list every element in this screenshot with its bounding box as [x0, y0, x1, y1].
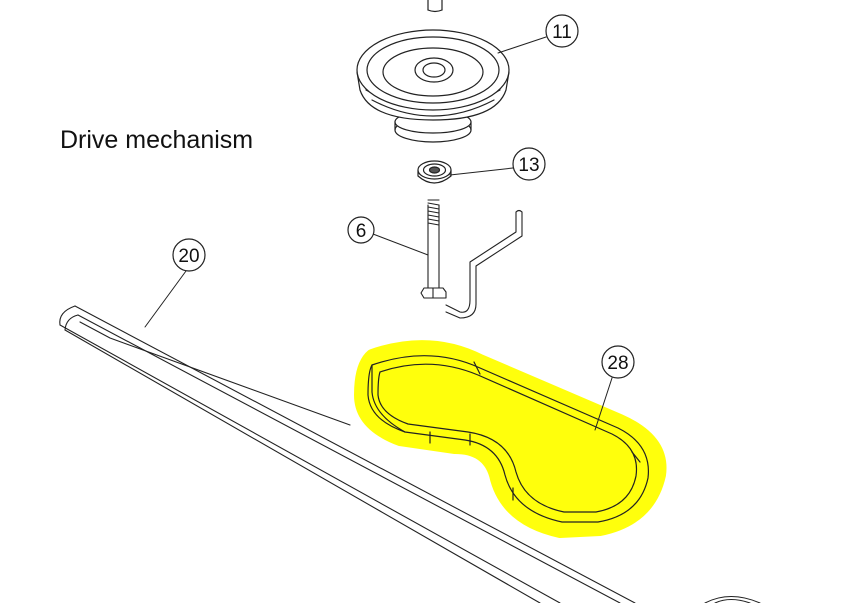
callout-28: 28 — [601, 345, 635, 379]
callout-11: 11 — [545, 14, 579, 48]
shaft-stub — [427, 0, 443, 13]
callout-label-20: 20 — [178, 246, 199, 267]
callout-6: 6 — [347, 216, 375, 244]
callout-13: 13 — [512, 147, 546, 181]
long-belt — [59, 305, 636, 604]
diagram-title: Drive mechanism — [60, 126, 254, 154]
leader-lines — [144, 36, 613, 431]
bracket-rod — [445, 209, 523, 319]
callout-label-6: 6 — [356, 221, 367, 242]
callout-label-28: 28 — [607, 353, 628, 374]
partial-part-edge — [704, 595, 761, 604]
belt-highlight — [354, 340, 667, 538]
pulley — [356, 29, 510, 143]
short-belt — [354, 340, 667, 538]
callout-20: 20 — [172, 238, 206, 272]
bearing — [417, 160, 452, 184]
bolt — [420, 199, 447, 299]
callout-label-13: 13 — [518, 155, 539, 176]
callout-label-11: 11 — [552, 22, 572, 43]
